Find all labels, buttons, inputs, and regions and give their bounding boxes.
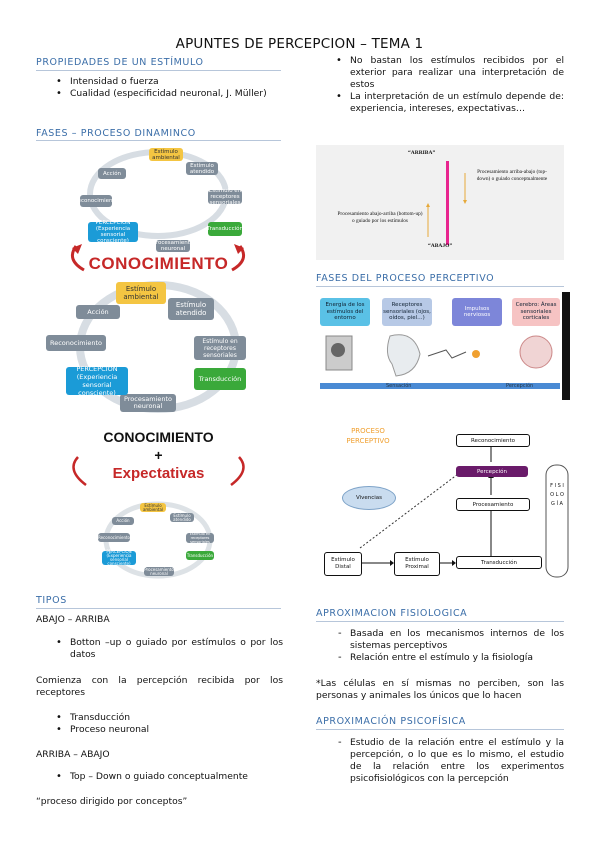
vivencias-node: Vivencias — [342, 486, 396, 510]
plus-label: + — [154, 447, 163, 463]
divider — [316, 621, 564, 622]
divider — [316, 729, 564, 730]
divider — [36, 70, 281, 71]
percepcion-label: Percepción — [506, 383, 534, 389]
cycle-node: Procesamiento neuronal — [144, 566, 174, 576]
cycle-node: Estímulo ambiental — [140, 503, 166, 512]
intro-list: No bastan los estímulos recibidos por el… — [316, 55, 564, 115]
heading-psicofisica: APROXIMACIÓN PSICOFÍSICA — [316, 716, 466, 727]
list-item: Proceso neuronal — [36, 724, 281, 736]
sensacion-label: Sensación — [386, 383, 412, 389]
fases-proceso-diagram: Energía de los estímulos del entorno Rec… — [316, 292, 570, 400]
page-title: APUNTES DE PERCEPCION – TEMA 1 — [175, 36, 424, 52]
cycle-node: Estímulo atendido — [170, 513, 194, 522]
list-item: La interpretación de un estímulo depende… — [316, 91, 564, 115]
list-item: Botton –up o guiado por estímulos o por … — [36, 637, 283, 661]
cycle-node: Estímulo en receptores sensoriales — [208, 188, 242, 206]
list-item: Basada en los mecanismos internos de los… — [316, 628, 564, 652]
fases-illustration — [320, 334, 560, 389]
list-item: No bastan los estímulos recibidos por el… — [316, 55, 564, 91]
fase-box: Cerebro: Áreas sensoriales corticales — [512, 298, 560, 326]
heading-fases-proceso: FASES DEL PROCESO PERCEPTIVO — [316, 273, 495, 284]
cycle-diagram-2: CONOCIMIENTO + Expectativas Estímulo amb… — [36, 425, 281, 585]
proceso-perceptivo-diagram: PROCESO PERCEPTIVO Reconocimiento Percep… — [316, 420, 570, 580]
cycle-node: Reconocimiento — [46, 335, 106, 351]
proceso-node: Estímulo Distal — [324, 552, 362, 576]
divider — [316, 286, 564, 287]
proceso-node: Transducción — [456, 556, 542, 569]
divider — [36, 608, 281, 609]
fisiologia-label: F I S I O L O G Í A — [550, 483, 564, 507]
cycle-node: Acción — [98, 168, 126, 179]
edge-bar — [562, 292, 570, 400]
arriba-list: Top – Down o guiado conceptualmente — [36, 771, 283, 783]
top-down-bottom-up-diagram: “ARRIBA” “ABAJO” Procesamiento arriba-ab… — [316, 145, 564, 260]
cycle-node: Estímulo atendido — [186, 162, 218, 175]
list-item: Relación entre el estímulo y la fisiolog… — [316, 652, 564, 664]
expectativas-label: Expectativas — [112, 465, 205, 482]
proceso-node: Reconocimiento — [456, 434, 530, 447]
cycle-node: Estímulo ambiental — [116, 282, 166, 304]
list-item: Transducción — [36, 712, 281, 724]
cycle-node: Estímulo en receptores sensoriales — [186, 532, 214, 544]
proceso-node: Percepción — [456, 466, 528, 477]
proceso-node: Estímulo Proximal — [394, 552, 440, 576]
heading-fisiologica: APROXIMACION FISIOLOGICA — [316, 608, 468, 619]
list-item: Cualidad (especificidad neuronal, J. Mül… — [36, 88, 281, 100]
cycle-node: Acción — [76, 305, 120, 319]
comienza-text: Comienza con la percepción recibida por … — [36, 675, 283, 698]
fase-box: Energía de los estímulos del entorno — [320, 298, 370, 326]
conocimiento-label: CONOCIMIENTO — [103, 429, 214, 445]
cycle-node: Acción — [112, 517, 134, 525]
abajo-label: “ABAJO” — [428, 243, 453, 249]
cycle-node: PERCEPCIÓN (Experiencia sensorial consci… — [66, 365, 128, 397]
arriba-abajo-label: ARRIBA – ABAJO — [36, 749, 110, 760]
proceso-node: Procesamiento — [456, 498, 530, 511]
heading-propiedades: PROPIEDADES DE UN ESTÍMULO — [36, 57, 204, 68]
heading-tipos: TIPOS — [36, 595, 67, 606]
cycle-node: PERCEPCIÓN (Experiencia sensorial consci… — [88, 220, 138, 244]
arriba-label: “ARRIBA” — [408, 150, 436, 156]
topdown-caption: Procesamiento arriba-abajo (top-down) o … — [476, 169, 548, 182]
abajo-list: Botton –up o guiado por estímulos o por … — [36, 637, 283, 661]
fase-box: Receptores sensoriales (ojos, oídos, pie… — [382, 298, 432, 326]
comienza-list: Transducción Proceso neuronal — [36, 712, 281, 736]
cycle-node: Reconocimiento — [74, 195, 118, 207]
proceso-label: PROCESO PERCEPTIVO — [346, 427, 390, 445]
cycle-node: Estímulo ambiental — [149, 148, 183, 161]
cycle-node: Transducción — [207, 222, 243, 236]
list-item: Intensidad o fuerza — [36, 76, 281, 88]
cycle-node: Transducción — [186, 551, 214, 560]
cycle-node: Procesamiento neuronal — [120, 394, 176, 412]
quote-text: “proceso dirigido por conceptos” — [36, 796, 188, 807]
propiedades-list: Intensidad o fuerza Cualidad (especifici… — [36, 76, 281, 100]
conocimiento-label: CONOCIMIENTO — [88, 254, 229, 273]
heading-fases: FASES – PROCESO DINAMINCO — [36, 128, 196, 139]
divider — [36, 140, 281, 141]
arrows — [426, 173, 467, 237]
cycle-node: Estímulo atendido — [168, 298, 214, 320]
cycle-node: Estímulo en receptores sensoriales — [194, 336, 246, 360]
cycle-diagram-1: Estímulo ambiental Estímulo atendido Est… — [36, 142, 281, 417]
fisiologica-note: *Las células en sí mismas no perciben, s… — [316, 678, 564, 701]
fisiologica-list: Basada en los mecanismos internos de los… — [316, 628, 564, 664]
magenta-bar — [446, 161, 449, 245]
abajo-arriba-label: ABAJO – ARRIBA — [36, 614, 110, 625]
cycle-node: Reconocimiento — [98, 533, 130, 542]
cycle-node: PERCEPCIÓN (Experiencia sensorial consci… — [102, 550, 136, 566]
list-item: Top – Down o guiado conceptualmente — [36, 771, 283, 783]
psicofisica-list: Estudio de la relación entre el estímulo… — [316, 737, 564, 785]
cycle-node: Transducción — [194, 368, 246, 390]
fase-box: Impulsos nerviosos — [452, 298, 502, 326]
bottomup-caption: Procesamiento abajo-arriba (bottom-up) o… — [337, 211, 423, 224]
cycle-node: Procesamiento neuronal — [152, 240, 194, 252]
list-item: Estudio de la relación entre el estímulo… — [316, 737, 564, 785]
